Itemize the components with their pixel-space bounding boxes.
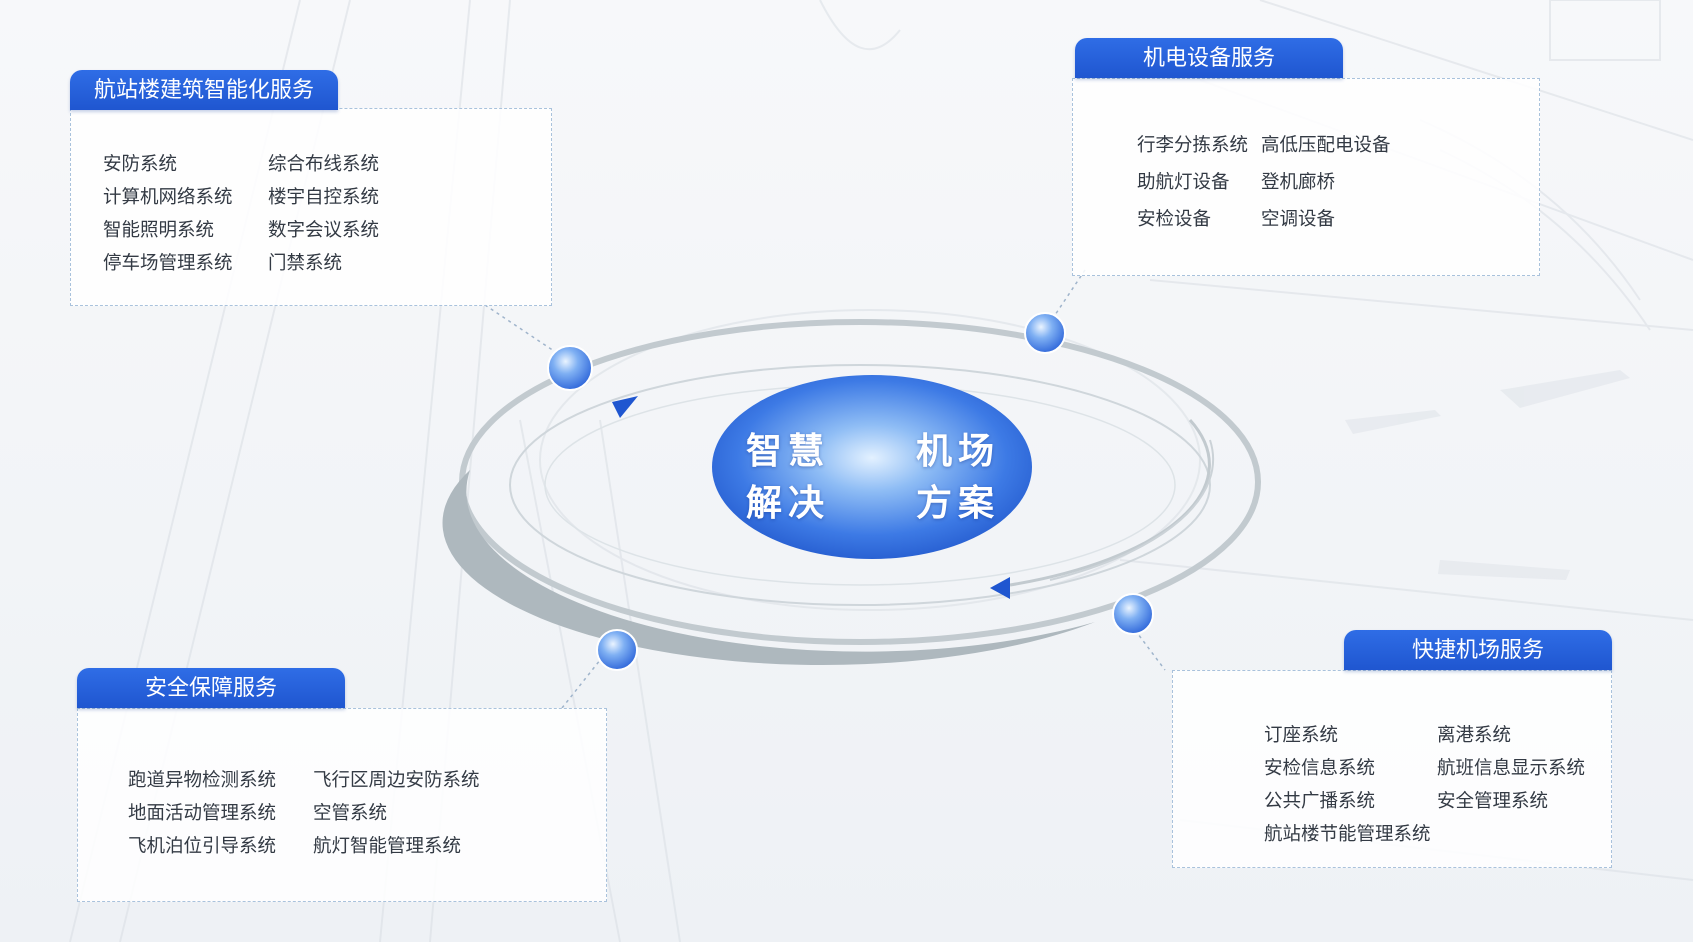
- list-item: 数字会议系统: [268, 219, 380, 240]
- center-text-1: 智慧: [746, 431, 831, 472]
- electromechanical-items: 行李分拣系统 高低压配电设备 助航灯设备 登机廊桥 安检设备 空调设备: [1137, 131, 1411, 231]
- express-items: 订座系统 离港系统 安检信息系统 航班信息显示系统 公共广播系统 安全管理系统 …: [1264, 721, 1597, 846]
- list-item: 空调设备: [1261, 208, 1336, 229]
- connector-lines: [484, 269, 1166, 709]
- list-item: 智能照明系统: [103, 219, 215, 240]
- panel-express-title: 快捷机场服务: [1344, 630, 1612, 670]
- center-text-3: 解决: [746, 483, 831, 524]
- center-text-4: 方案: [916, 483, 1001, 524]
- node-express: [1112, 593, 1154, 635]
- list-item: 空管系统: [313, 802, 388, 823]
- panel-terminal: [70, 108, 552, 306]
- ring-arc-right-2: [1049, 439, 1215, 581]
- list-item: 助航灯设备: [1137, 171, 1230, 192]
- list-item: 综合布线系统: [268, 153, 380, 174]
- list-item: 航灯智能管理系统: [313, 835, 462, 856]
- list-item: 安检信息系统: [1264, 757, 1376, 778]
- list-item: 航班信息显示系统: [1437, 757, 1586, 778]
- safety-items: 跑道异物检测系统 飞行区周边安防系统 地面活动管理系统 空管系统 飞机泊位引导系…: [128, 766, 488, 858]
- node-terminal: [547, 345, 593, 391]
- node-electromechanical: [1024, 312, 1066, 354]
- list-item: 安防系统: [103, 153, 178, 174]
- list-item: 楼宇自控系统: [268, 186, 380, 207]
- list-item: 停车场管理系统: [103, 252, 233, 273]
- plane-silhouettes: [1345, 370, 1630, 580]
- panel-safety-title: 安全保障服务: [77, 668, 345, 708]
- list-item: 公共广播系统: [1264, 790, 1376, 811]
- list-item: 飞机泊位引导系统: [128, 835, 277, 856]
- panel-express: [1172, 670, 1612, 868]
- panel-safety: [77, 708, 607, 902]
- arrow-top-left: [612, 396, 638, 418]
- list-item: 飞行区周边安防系统: [313, 769, 480, 790]
- list-item: 跑道异物检测系统: [128, 769, 277, 790]
- list-item: 订座系统: [1264, 724, 1339, 745]
- list-item: 离港系统: [1437, 724, 1512, 745]
- ring-arc-right: [1009, 418, 1211, 587]
- list-item: 航站楼节能管理系统: [1264, 823, 1431, 844]
- center-ellipse: [712, 375, 1032, 559]
- terminal-items: 安防系统 综合布线系统 计算机网络系统 楼宇自控系统 智能照明系统 数字会议系统…: [103, 150, 418, 275]
- node-safety: [596, 629, 638, 671]
- list-item: 高低压配电设备: [1261, 134, 1391, 155]
- list-item: 行李分拣系统: [1137, 134, 1249, 155]
- list-item: 安全管理系统: [1437, 790, 1549, 811]
- list-item: 安检设备: [1137, 208, 1212, 229]
- list-item: 计算机网络系统: [103, 186, 233, 207]
- center-text-2: 机场: [916, 431, 1001, 472]
- center-label: 智慧 机场 解决 方案: [710, 418, 1070, 528]
- panel-terminal-title: 航站楼建筑智能化服务: [70, 70, 338, 110]
- list-item: 地面活动管理系统: [128, 802, 277, 823]
- inner-ring: [509, 364, 1211, 606]
- panel-electromechanical: [1072, 78, 1540, 276]
- list-item: 登机廊桥: [1261, 171, 1336, 192]
- ring-crescent: [442, 470, 1096, 666]
- panel-electromechanical-title: 机电设备服务: [1075, 38, 1343, 78]
- list-item: 门禁系统: [268, 252, 343, 273]
- arrow-bottom-right: [990, 577, 1010, 599]
